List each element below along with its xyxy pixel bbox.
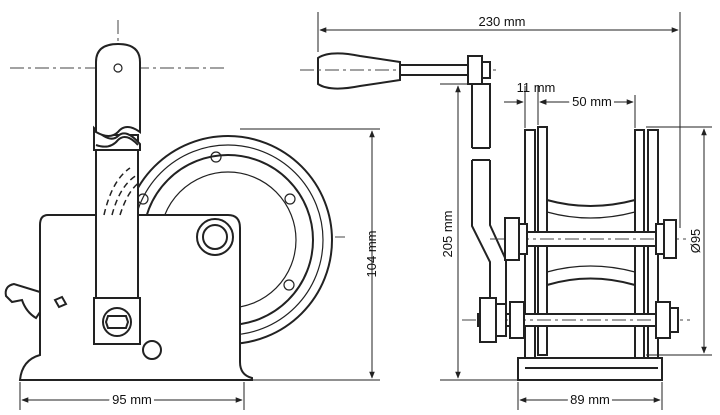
crank-arm	[471, 83, 507, 327]
front-height-label: 104 mm	[364, 231, 379, 278]
base-boss	[142, 340, 162, 360]
handle-arm	[95, 134, 139, 303]
drum-width-label: 50 mm	[572, 94, 612, 109]
base-width-label: 89 mm	[570, 392, 610, 407]
handle-grip	[317, 52, 401, 90]
drum-diameter-label: Ø95	[688, 229, 703, 254]
height-label: 205 mm	[440, 211, 455, 258]
front-view: 104 mm 95 mm	[4, 20, 380, 410]
overall-length-label: 230 mm	[479, 14, 526, 29]
side-view: 230 mm 11 mm 50 mm 205 mm Ø95 89 mm	[300, 11, 712, 410]
ratchet-pawl	[4, 282, 41, 320]
handle-nut	[93, 297, 141, 345]
flange-gap-label: 11 mm	[517, 80, 556, 95]
drum-hub	[196, 218, 234, 256]
front-width-label: 95 mm	[112, 392, 152, 407]
